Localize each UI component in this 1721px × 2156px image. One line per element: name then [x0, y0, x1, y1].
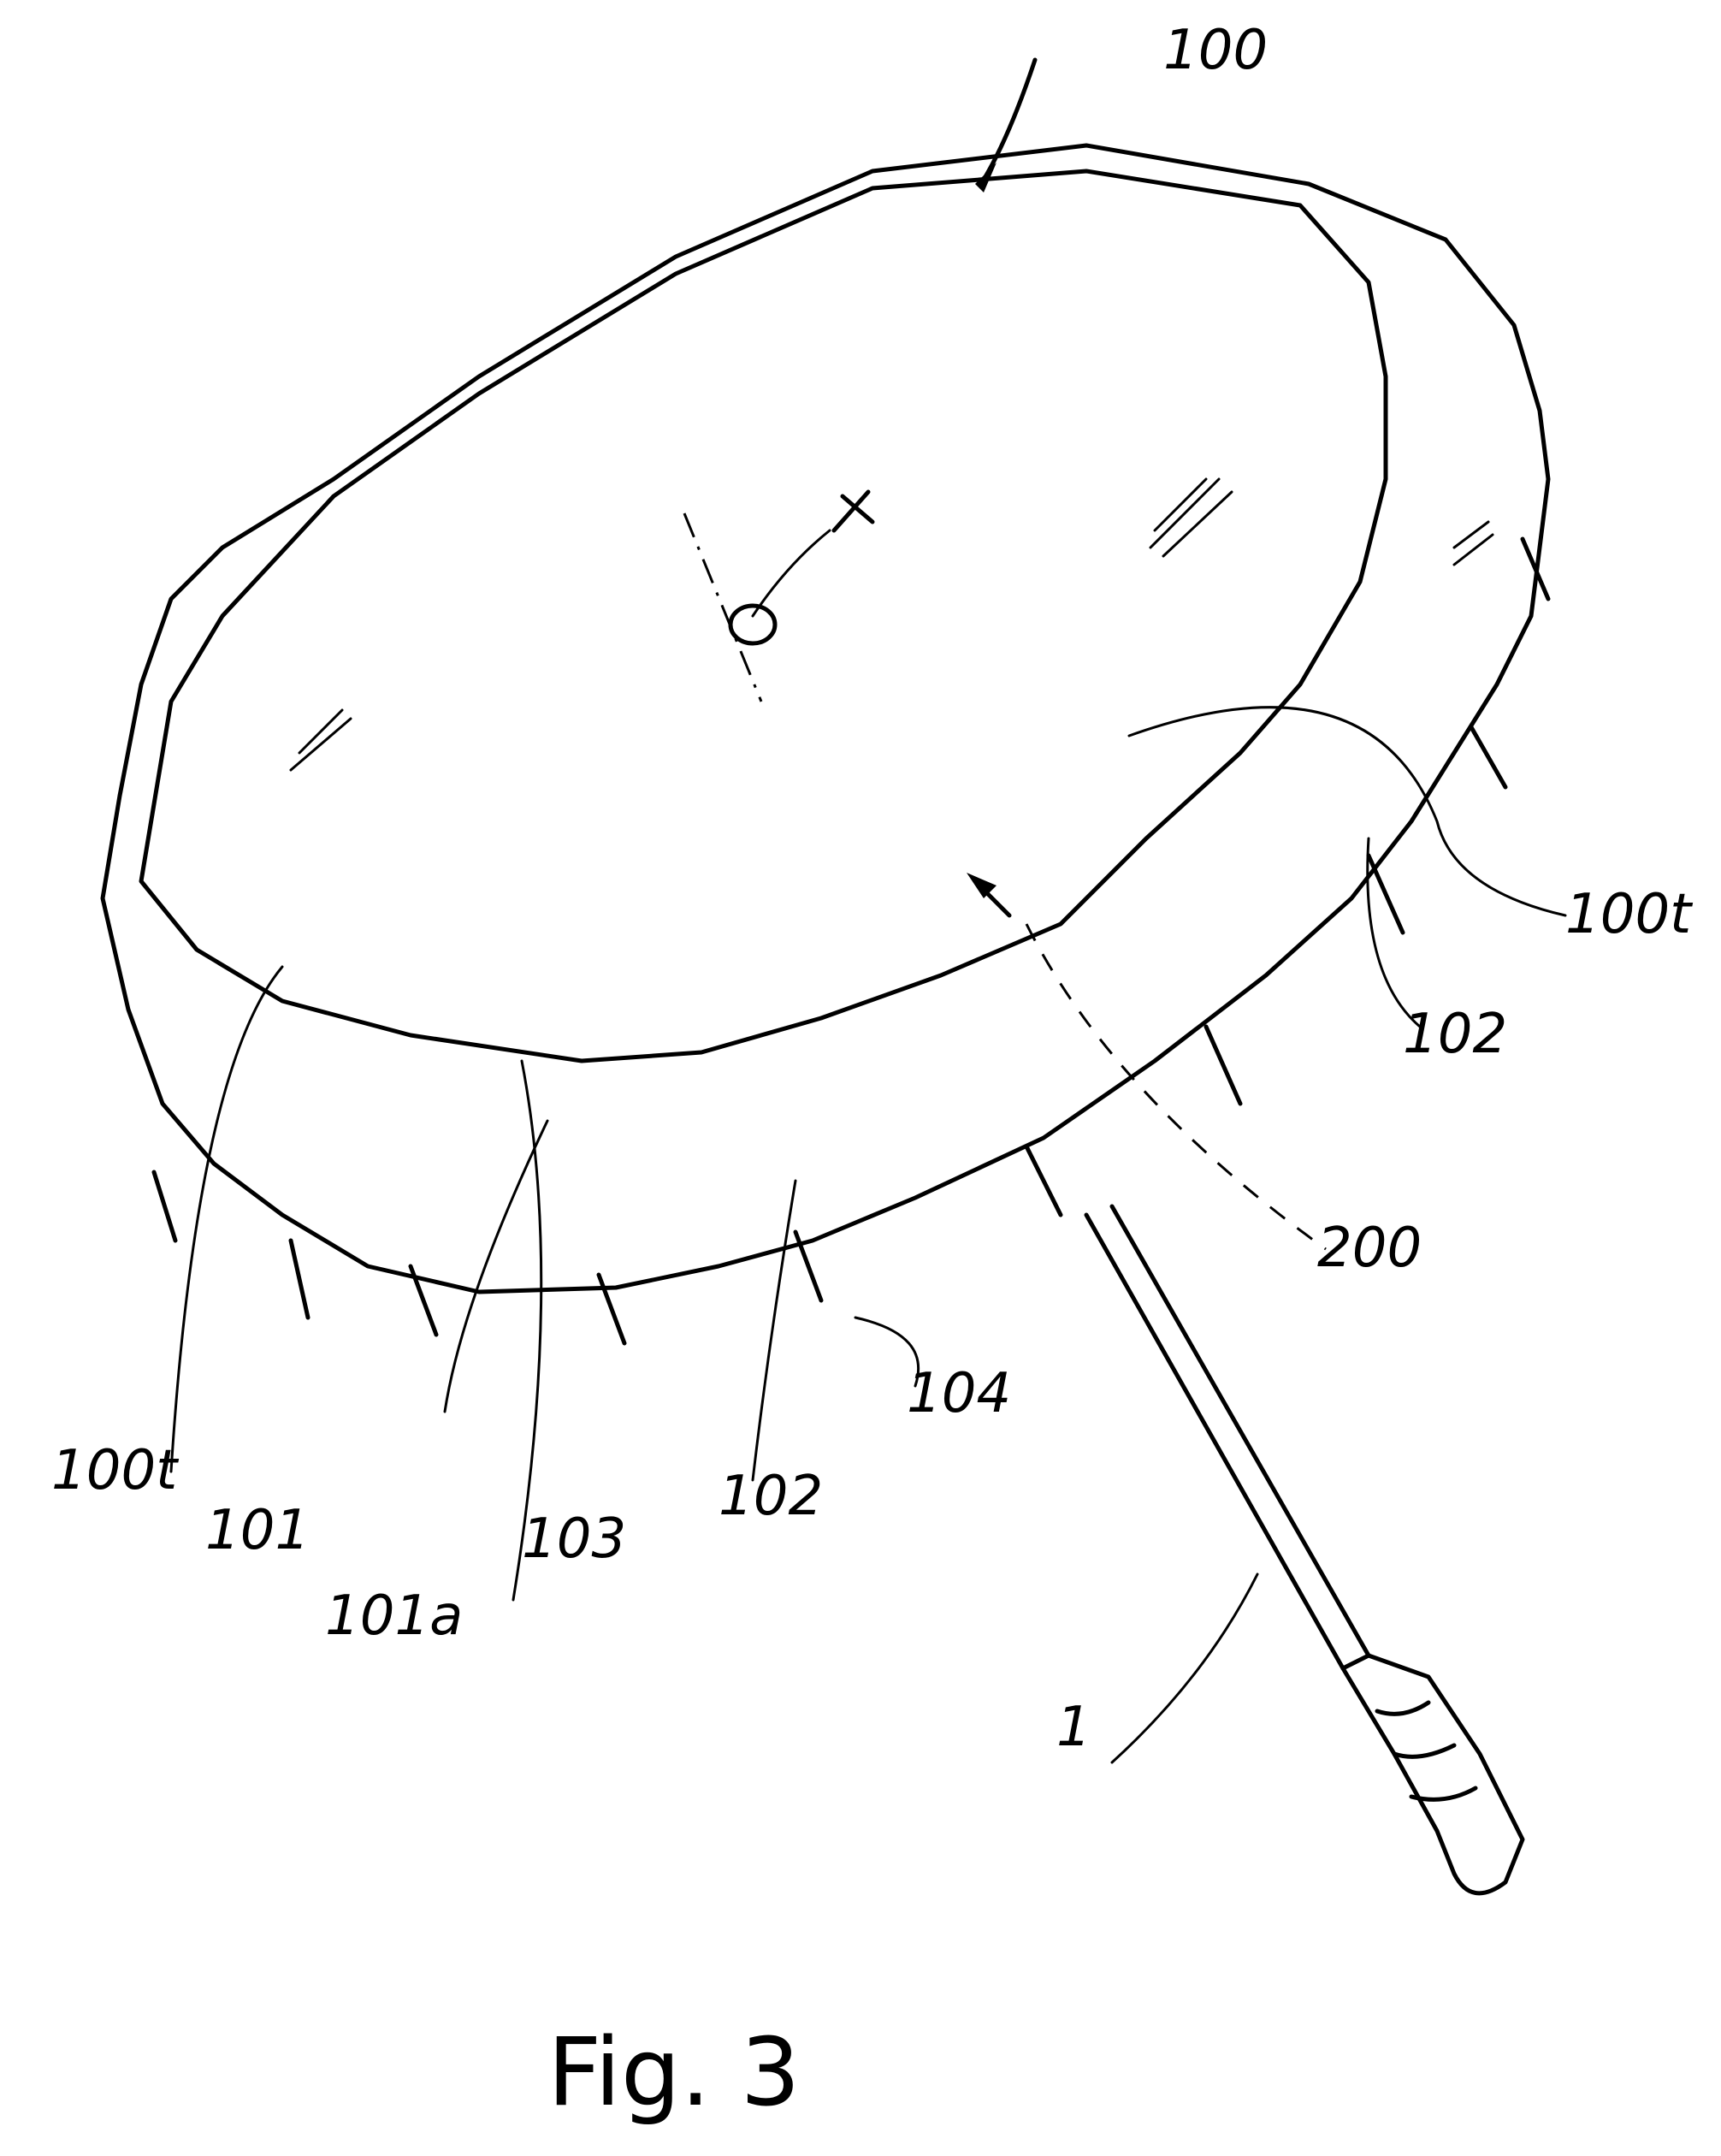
label-100t-left: 100t: [51, 1439, 180, 1502]
label-104: 104: [907, 1362, 1011, 1425]
label-101a: 101a: [325, 1584, 463, 1648]
label-102-right: 102: [1403, 1003, 1507, 1066]
label-101: 101: [205, 1499, 310, 1562]
label-200: 200: [1317, 1217, 1422, 1280]
arrow-100: [981, 57, 1038, 182]
leader-lines: [169, 706, 1567, 1764]
figure-caption: Fig. 3: [547, 2017, 801, 2127]
rib-tips: [151, 536, 1551, 1346]
center-marker-ring: [728, 603, 778, 646]
label-100: 100: [1163, 19, 1268, 82]
canopy-outline: [100, 143, 1551, 1294]
arrow-100-head: [975, 163, 997, 192]
label-103: 103: [522, 1507, 626, 1571]
x-marker-icon: [831, 489, 875, 533]
label-1: 1: [1056, 1696, 1091, 1759]
umbrella-handle: [1340, 1653, 1525, 1896]
canopy-top-edge: [139, 169, 1388, 1063]
highlight-hatch: [289, 477, 1494, 772]
central-axis: [683, 512, 763, 702]
dashed-line-200: [1025, 923, 1327, 1251]
rotation-arrow-head: [967, 873, 997, 898]
umbrella-shaft: [1084, 1204, 1371, 1671]
reference-labels: 100 100t 102 200 104 100t 101 103 102 10…: [51, 19, 1694, 1759]
label-102-left: 102: [719, 1465, 823, 1528]
x-leader: [751, 529, 831, 618]
label-100t-right: 100t: [1565, 883, 1694, 946]
